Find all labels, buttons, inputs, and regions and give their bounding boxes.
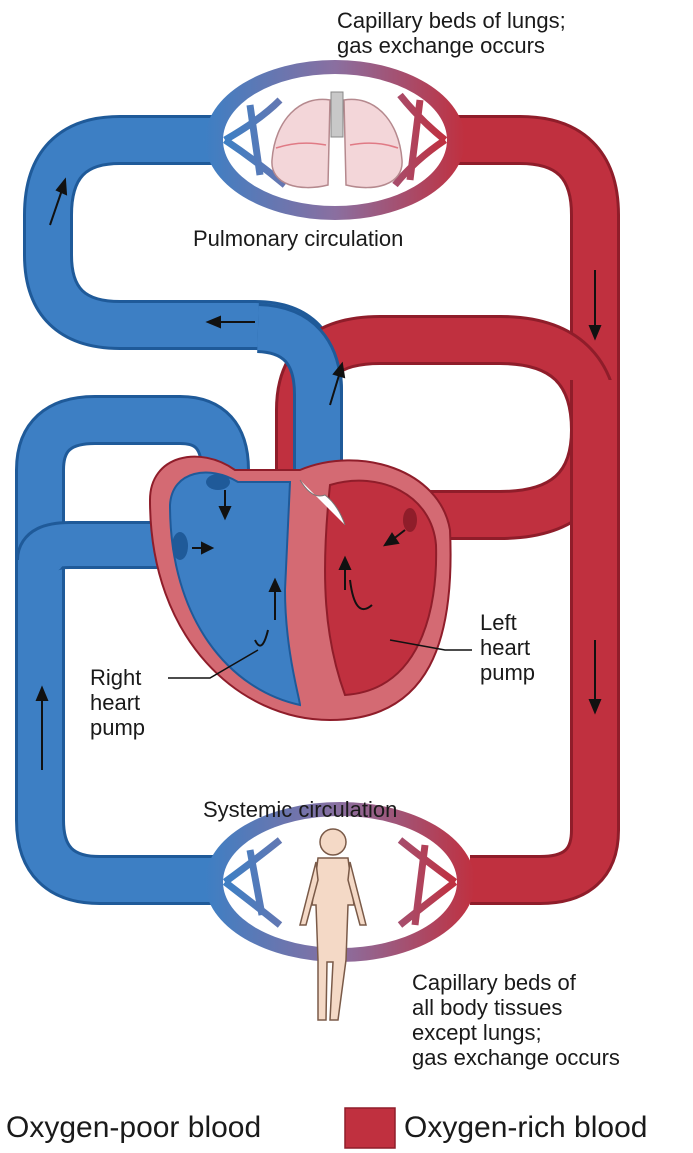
legend-oxygen-rich: Oxygen-rich blood [404,1111,647,1145]
label-pulmonary-circulation: Pulmonary circulation [193,226,403,251]
lung-capillary-bed [205,60,465,220]
label-right-heart-pump: Right heart pump [90,665,145,740]
label-systemic-circulation: Systemic circulation [203,797,397,822]
right-heart-chamber [170,473,300,705]
heart-icon [150,457,451,720]
legend-swatch-oxygen-rich [345,1108,395,1148]
label-lung-capillaries: Capillary beds of lungs; gas exchange oc… [337,8,566,58]
label-body-capillaries: Capillary beds of all body tissues excep… [412,970,620,1070]
label-left-heart-pump: Left heart pump [480,610,535,685]
legend-oxygen-poor: Oxygen-poor blood [6,1111,261,1145]
